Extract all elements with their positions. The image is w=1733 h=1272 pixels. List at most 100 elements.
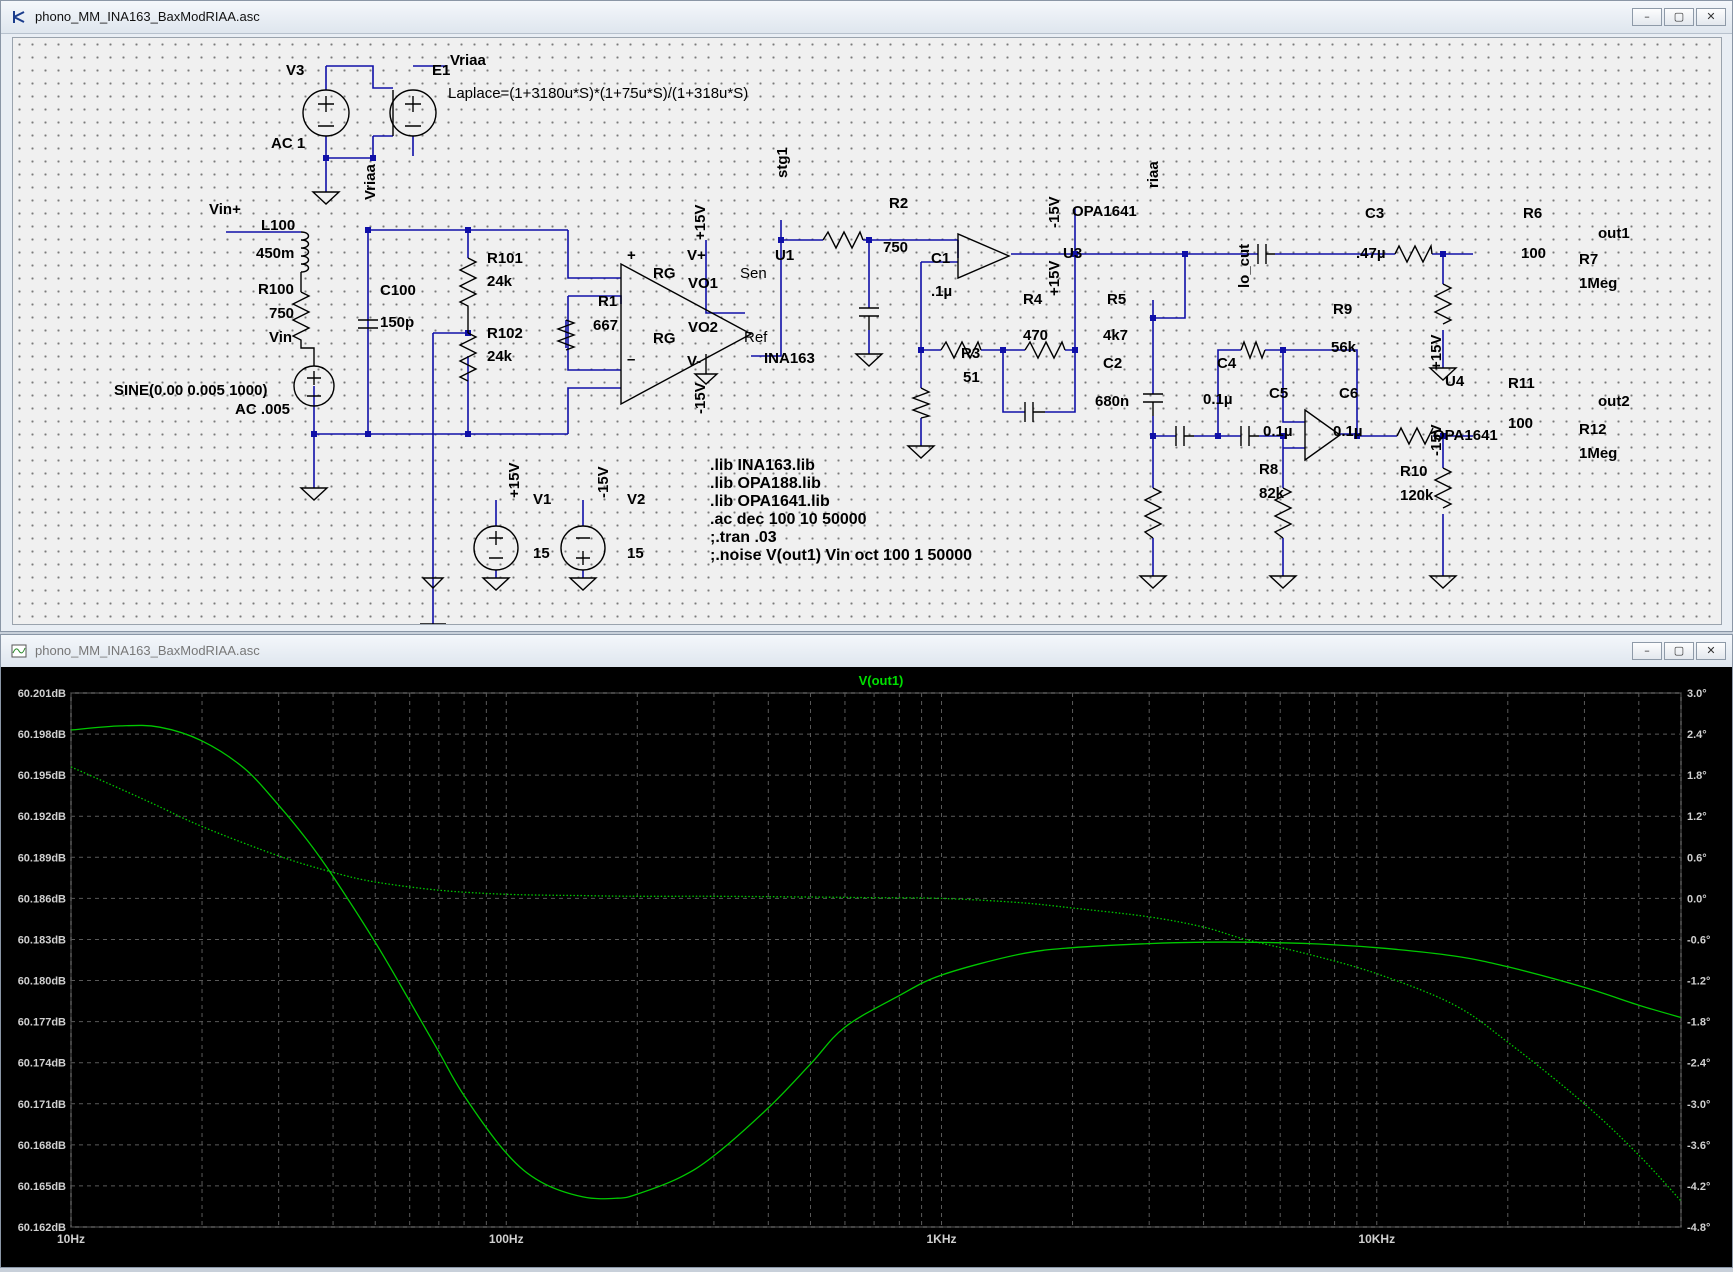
y2-tick-label: -4.8° [1687, 1222, 1710, 1234]
waveform-window-title: phono_MM_INA163_BaxModRIAA.asc [35, 643, 260, 658]
y2-tick-label: 1.8° [1687, 770, 1707, 782]
c3-value: .47µ [1356, 245, 1386, 262]
r4-value: 470 [1023, 327, 1048, 344]
ina-vo2-pin: VO2 [688, 319, 718, 336]
r100-value: 750 [269, 305, 294, 322]
close-button[interactable]: ✕ [1696, 8, 1726, 26]
l100-value: 450m [256, 245, 294, 262]
y-tick-label: 60.177dB [18, 1017, 66, 1029]
ac005-label: AC .005 [235, 401, 290, 418]
v1-net-label: +15V [506, 463, 523, 498]
y2-tick-label: -1.2° [1687, 976, 1710, 988]
l100-label: L100 [261, 217, 295, 234]
r100-label: R100 [258, 281, 294, 298]
waveform-titlebar[interactable]: phono_MM_INA163_BaxModRIAA.asc – ▢ ✕ [1, 635, 1732, 668]
r12-label: R12 [1579, 421, 1607, 438]
u4-m15-label: -15V [1428, 424, 1445, 456]
phase-trace [70, 766, 1682, 1202]
directive-line[interactable]: .lib OPA1641.lib [710, 493, 830, 510]
components [291, 89, 1458, 625]
c6-label: C6 [1339, 385, 1358, 402]
opa1641-u3-label: OPA1641 [1072, 203, 1137, 220]
y2-tick-label: -3.6° [1687, 1140, 1710, 1152]
r5-label: R5 [1107, 291, 1126, 308]
close-button[interactable]: ✕ [1696, 642, 1726, 660]
bode-plot[interactable]: V(out1) 60.201dB60.198dB60.195dB60.192dB… [1, 667, 1732, 1267]
directive-line[interactable]: ;.noise V(out1) Vin oct 100 1 50000 [710, 547, 972, 564]
minimize-button[interactable]: – [1632, 8, 1662, 26]
ina-p15-label: +15V [692, 205, 709, 240]
maximize-button[interactable]: ▢ [1664, 642, 1694, 660]
x-tick-label: 1KHz [927, 1232, 957, 1246]
r6-label: R6 [1523, 205, 1542, 222]
vriaa-top-label: Vriaa [450, 52, 487, 69]
spice-directives[interactable]: .lib INA163.lib .lib OPA188.lib .lib OPA… [710, 457, 972, 564]
r7-label: R7 [1579, 251, 1598, 268]
y2-tick-label: -3.0° [1687, 1099, 1710, 1111]
u4-p15-label: +15V [1428, 335, 1445, 370]
c2-label: C2 [1103, 355, 1122, 372]
r102-label: R102 [487, 325, 523, 342]
out2-net-label: out2 [1598, 393, 1630, 410]
maximize-button[interactable]: ▢ [1664, 8, 1694, 26]
r4-label: R4 [1023, 291, 1043, 308]
u3-m15-label: -15V [1046, 196, 1063, 228]
magnitude-trace [70, 724, 1682, 1200]
v3-source-symbol [302, 89, 350, 137]
ina-rg1-pin: RG [653, 265, 676, 282]
ina-vminus-pin: V- [687, 353, 701, 370]
c5-label: C5 [1269, 385, 1288, 402]
y-tick-label: 60.165dB [18, 1181, 66, 1193]
r9-label: R9 [1333, 301, 1352, 318]
schematic-drawing[interactable]: V3 E1 Vriaa Laplace=(1+3180u*S)*(1+75u*S… [13, 38, 1721, 625]
schematic-titlebar[interactable]: phono_MM_INA163_BaxModRIAA.asc – ▢ ✕ [1, 1, 1732, 34]
schematic-window: phono_MM_INA163_BaxModRIAA.asc – ▢ ✕ [0, 0, 1733, 632]
r2-label: R2 [889, 195, 908, 212]
c1-value: .1µ [931, 283, 952, 300]
r11-value: 100 [1508, 415, 1533, 432]
ina-ref-pin: Ref [744, 329, 768, 346]
y-tick-label: 60.162dB [18, 1222, 66, 1234]
y2-tick-label: 3.0° [1687, 688, 1707, 700]
trace-label[interactable]: V(out1) [859, 673, 904, 688]
y-axis-ticks: 60.201dB60.198dB60.195dB60.192dB60.189dB… [18, 688, 66, 1234]
y-tick-label: 60.186dB [18, 893, 66, 905]
r3-resistor [911, 387, 932, 419]
vriaa-net-label: Vriaa [362, 163, 379, 200]
directive-line[interactable]: .ac dec 100 10 50000 [710, 511, 867, 528]
directive-line[interactable]: .lib OPA188.lib [710, 475, 821, 492]
ina-plus-pin: + [627, 247, 636, 264]
directive-line[interactable]: ;.tran .03 [710, 529, 777, 546]
c100-capacitor [358, 319, 378, 329]
y-tick-label: 60.192dB [18, 811, 66, 823]
y-tick-label: 60.171dB [18, 1099, 66, 1111]
y2-tick-label: 2.4° [1687, 729, 1707, 741]
wires [226, 65, 1473, 624]
schematic-canvas[interactable]: V3 E1 Vriaa Laplace=(1+3180u*S)*(1+75u*S… [12, 37, 1722, 625]
y-tick-label: 60.168dB [18, 1140, 66, 1152]
r10-label: R10 [1400, 463, 1428, 480]
r7-resistor [1433, 283, 1453, 325]
laplace-expression: Laplace=(1+3180u*S)*(1+75u*S)/(1+318u*S) [448, 85, 748, 102]
ac1-label: AC 1 [271, 135, 305, 152]
r2-resistor [822, 230, 864, 250]
r3-label: R3 [961, 345, 980, 362]
minimize-button[interactable]: – [1632, 642, 1662, 660]
y-tick-label: 60.180dB [18, 976, 66, 988]
r9-value: 56k [1331, 339, 1357, 356]
c100-label: C100 [380, 282, 416, 299]
c4-value: 0.1µ [1203, 391, 1233, 408]
lo-cut-net-label: lo_cut [1236, 244, 1253, 288]
stg1-net-label: stg1 [774, 147, 791, 178]
c3-capacitor [1257, 244, 1275, 264]
r7-value: 1Meg [1579, 275, 1617, 292]
r4-r5-resistors [940, 340, 1066, 360]
c1-label: C1 [931, 250, 950, 267]
y-tick-label: 60.183dB [18, 934, 66, 946]
directive-line[interactable]: .lib INA163.lib [710, 457, 815, 474]
c3-label: C3 [1365, 205, 1384, 222]
r3-value: 51 [963, 369, 980, 386]
y2-tick-label: 0.6° [1687, 852, 1707, 864]
y2-tick-label: 1.2° [1687, 811, 1707, 823]
